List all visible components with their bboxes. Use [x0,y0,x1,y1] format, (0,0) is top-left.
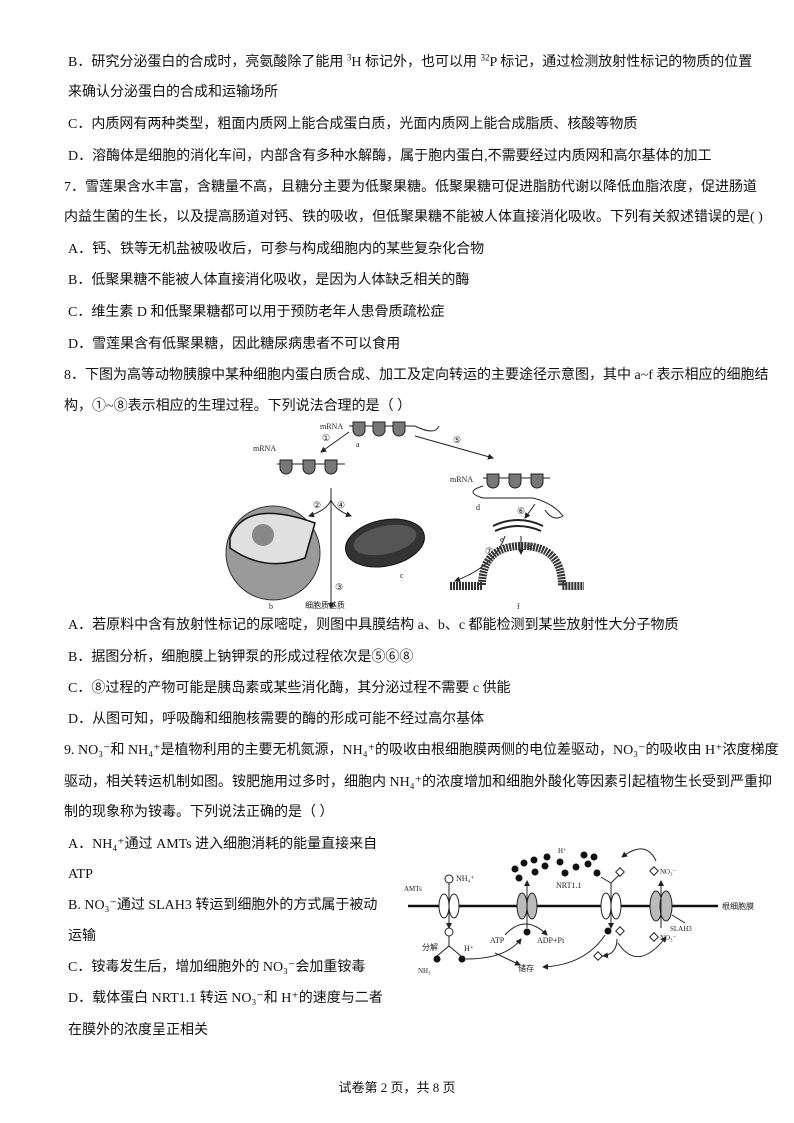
step-6: ⑥ [517,506,525,516]
page-footer: 试卷第 2 页，共 8 页 [338,1080,456,1095]
q7-option-b: B．低聚果糖不能被人体直接消化吸收，是因为人体缺乏相关的酶 [68,273,470,288]
label-b: b [269,602,273,611]
q9-option-d: D．载体蛋白 NRT1.1 转运 NO₃⁻和 H⁺的速度与二者 [68,991,383,1006]
nrt1-1-transporter: NRT1.1 [542,867,667,970]
q9-stem-1: 9. NO₃⁻和 NH₄⁺是植物利用的主要无机氮源，NH₄⁺的吸收由根细胞膜两侧… [64,743,779,758]
h-plus-ions-outside [511,851,601,882]
q8-option-d: D．从图可知，呼吸酶和细胞核需要的酶的形成可能不经过高尔基体 [68,712,485,727]
q6-option-d: D．溶酶体是细胞的消化车间，内部含有多种水解酶，属于胞内蛋白,不需要经过内质网和… [68,149,712,164]
label-a: a [356,440,360,449]
slah3-label: SLAH3 [670,925,692,933]
mrna-label: mRNA [253,444,276,453]
nitrogen-transport-diagram: 根细胞膜 NH₄⁺ AMTs 分解 NH₃ H⁺ 储存 ATP ADP+Pi [404,847,754,975]
q9-option-d-cont: 在膜外的浓度呈正相关 [68,1023,208,1038]
cytoplasm-label: 细胞质基质 [305,600,345,610]
q7-stem-1: 7．雪莲果含水丰富，含糖量不高，且糖分主要为低聚果糖。低聚果糖可促进脂肪代谢以降… [64,180,757,195]
h-plus-label: H⁺ [558,847,567,855]
ribosome-chain-free: mRNA [253,444,345,475]
q9-option-a-cont: ATP [68,867,93,882]
q8-stem-2: 构，①~⑧表示相应的生理过程。下列说法合理的是（ ） [64,399,412,414]
label-f: f [517,602,520,611]
step-8: ⑧ [526,542,534,552]
q7-stem-2: 内益生菌的生长，以及提高肠道对钙、铁的吸收，但低聚果糖不能被人体直接消化吸收。下… [64,210,763,225]
q8-stem-1: 8．下图为高等动物胰腺中某种细胞内蛋白质合成、加工及定向转运的主要途径示意图，其… [64,368,769,383]
q8-option-b: B．据图分析，细胞膜上钠钾泵的形成过程依次是⑤⑥⑧ [68,650,414,665]
step-1: ① [322,433,330,443]
adp-label: ADP+Pi [537,936,565,945]
q6-option-b-cont: 来确认分泌蛋白的合成和运输场所 [68,85,278,100]
protein-pathway-diagram: mRNA a ① ⑤ mRNA ② ④ ③ 细胞质基质 b [225,421,584,611]
q7-option-c: C．维生素 D 和低聚果糖都可以用于预防老年人患骨质疏松症 [68,305,445,320]
q8-option-a: A．若原料中含有放射性标记的尿嘧啶，则图中具膜结构 a、b、c 都能检测到某些放… [68,618,679,633]
superscript: 3 [346,52,352,63]
membrane-label: 根细胞膜 [722,901,754,911]
text: H 标记外，也可以用 [351,55,481,70]
h-in-label: H⁺ [464,944,474,953]
q9-option-c: C．铵毒发生后，增加细胞外的 NO₃⁻会加重铵毒 [68,960,366,975]
atp-label: ATP [490,936,505,945]
amts-transporter: NH₄⁺ AMTs 分解 NH₃ H⁺ 储存 [404,874,534,975]
q7-option-d: D．雪莲果含有低聚果糖，因此糖尿病患者不可以食用 [68,337,401,352]
mitochondrion-c: c [345,518,425,580]
amts-label: AMTs [404,885,422,893]
proton-pump: ATP ADP+Pi [490,880,565,945]
step-2: ② [313,500,321,510]
rough-er-d: mRNA d [450,473,564,519]
cell-membrane-f: f [450,541,584,611]
step-3: ③ [335,582,343,592]
nucleus-b: b [225,505,321,611]
decompose-label: 分解 [422,942,438,952]
mrna-label: mRNA [450,475,473,484]
q9-stem-3: 制的现象称为铵毒。下列说法正确的是（ ） [64,805,334,820]
label-d: d [476,503,480,512]
step-5: ⑤ [453,435,461,445]
step-7: ⑦ [485,546,493,556]
q9-stem-2: 驱动，相关转运机制如图。铵肥施用过多时，细胞内 NH₄⁺的浓度增加和细胞外酸化等… [64,775,772,790]
no3-in-label: NO₃⁻ [660,934,677,942]
q9-option-a: A．NH₄⁺通过 AMTs 进入细胞消耗的能量直接来自 [68,837,378,852]
q9-option-b: B. NO₃⁻通过 SLAH3 转运到细胞外的方式属于被动 [68,898,378,913]
text: P 标记，通过检测放射性标记的物质的位置 [489,55,753,70]
superscript: 32 [480,52,490,63]
q6-option-b: B．研究分泌蛋白的合成时，亮氨酸除了能用 3H 标记外，也可以用 32P 标记，… [68,52,753,72]
ribosome-chain-a: mRNA a [320,421,440,449]
storage-label: 储存 [518,963,534,973]
q8-option-c: C．⑧过程的产物可能是胰岛素或某些消化酶，其分泌过程不需要 c 供能 [68,681,511,696]
no3-out-label: NO₃⁻ [660,868,677,876]
label-e: e [500,535,504,544]
nh4-label: NH₄⁺ [456,874,475,883]
golgi-e: e [492,519,544,544]
q9-option-b-cont: 运输 [68,929,96,944]
text: B．研究分泌蛋白的合成时，亮氨酸除了能用 [68,55,347,70]
q6-option-c: C．内质网有两种类型，粗面内质网上能合成蛋白质，光面内质网上能合成脂质、核酸等物… [68,117,638,132]
nrt-label: NRT1.1 [556,881,582,890]
nh3-label: NH₃ [418,967,431,975]
step-4: ④ [337,500,345,510]
slah3-channel: NO₃⁻ NO₃⁻ SLAH3 [621,848,692,942]
label-c: c [400,571,404,580]
mrna-label: mRNA [320,422,343,431]
q7-option-a: A．钙、铁等无机盐被吸收后，可参与构成细胞内的某些复杂化合物 [68,242,485,257]
